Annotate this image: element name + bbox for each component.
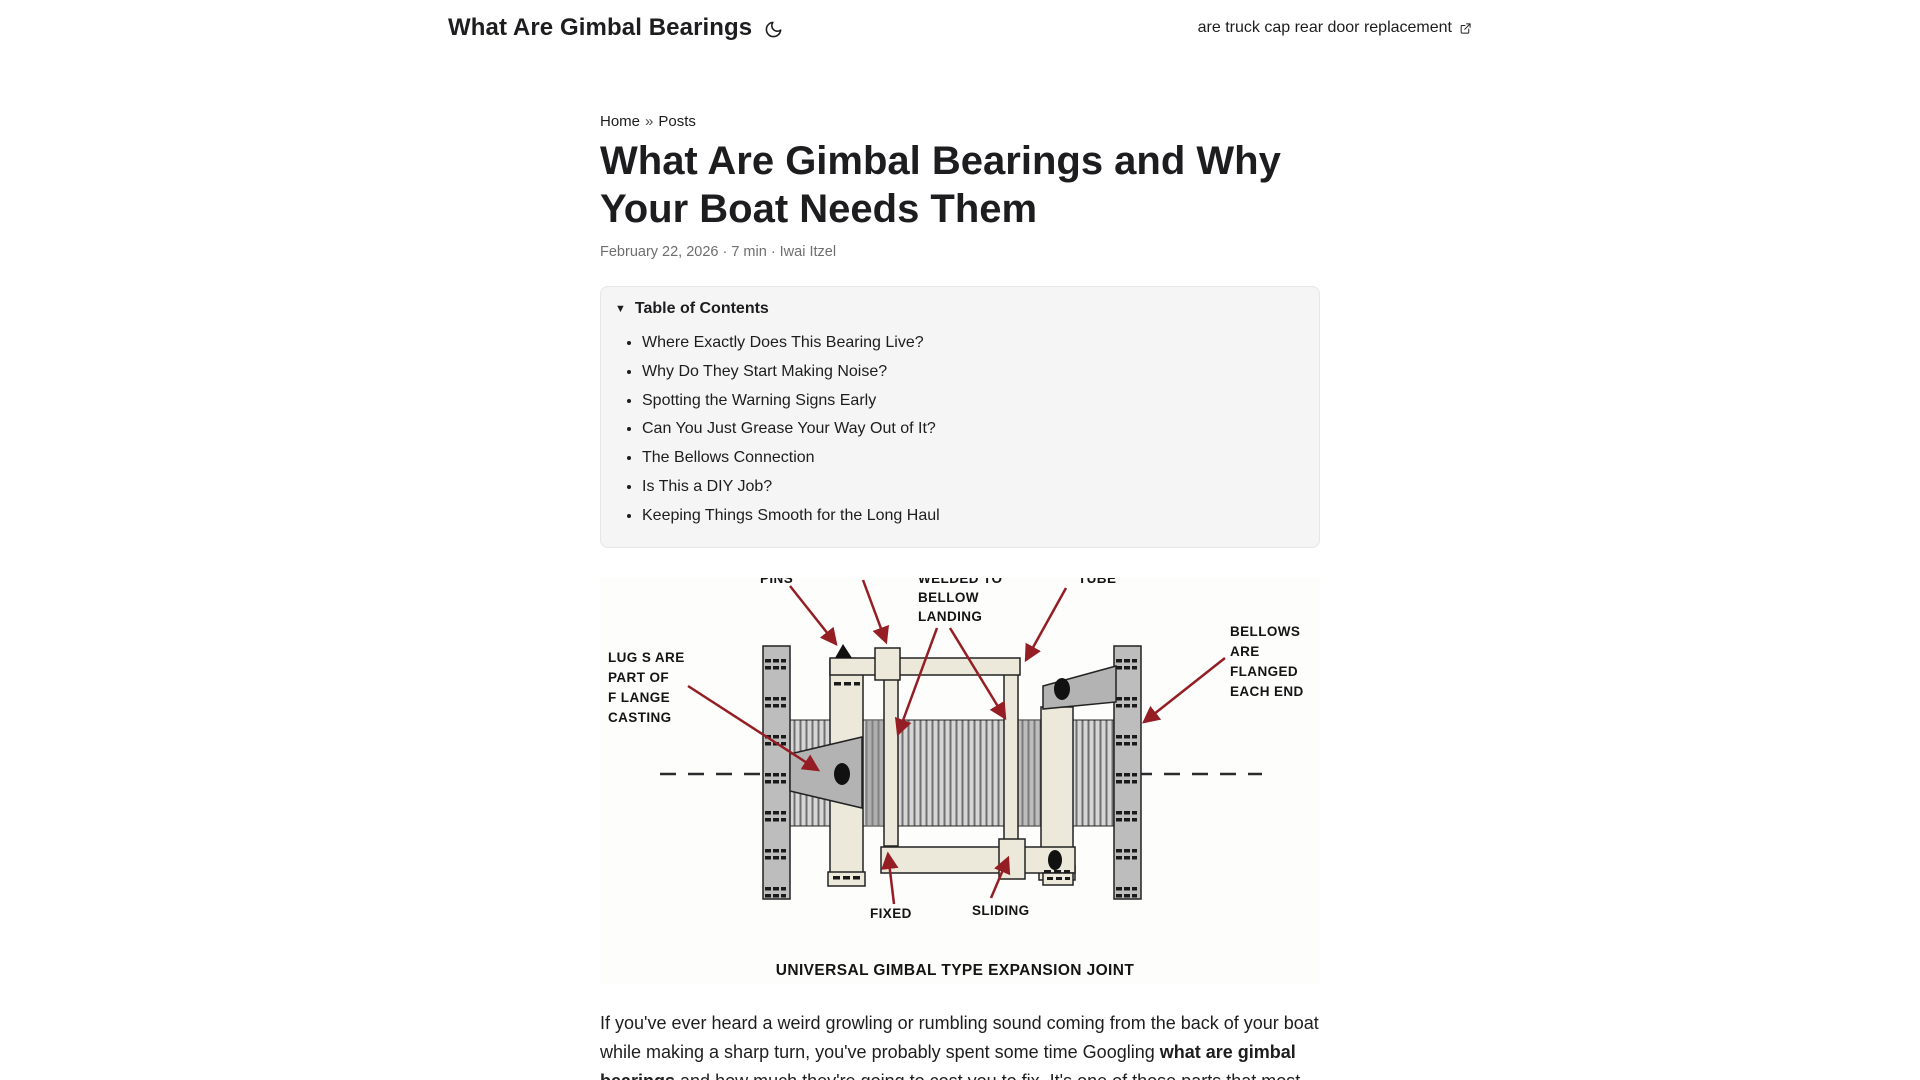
diagram-label-sliding: SLIDING: [972, 903, 1030, 918]
toc-link-7[interactable]: Keeping Things Smooth for the Long Haul: [642, 506, 940, 524]
gimbal-diagram: PINS WELDED TO BELLOW LANDING TUBE LUG S…: [608, 578, 1304, 979]
nav-bar: What Are Gimbal Bearings are truck cap r…: [448, 0, 1472, 56]
toc-link-3[interactable]: Spotting the Warning Signs Early: [642, 391, 877, 409]
post-reading-time: 7 min: [731, 244, 767, 260]
breadcrumb: Home»Posts: [600, 113, 1320, 130]
diagram-label-welded-2: BELLOW: [918, 590, 979, 605]
diagram-label-lugs-1: LUG S ARE: [608, 650, 685, 665]
toc-collapse-icon: ▼: [615, 303, 626, 315]
toc-item: Why Do They Start Making Noise?: [642, 358, 1305, 387]
diagram-label-welded-1: WELDED TO: [918, 578, 1002, 586]
diagram-label-bellows-4: EACH END: [1230, 684, 1304, 699]
toc-link-2[interactable]: Why Do They Start Making Noise?: [642, 362, 888, 380]
header-menu: are truck cap rear door replacement: [1198, 19, 1472, 37]
diagram-label-pins-clipped: PINS: [760, 578, 793, 586]
meta-separator: ·: [770, 244, 776, 260]
toc-item: Spotting the Warning Signs Early: [642, 387, 1305, 416]
toc-link-5[interactable]: The Bellows Connection: [642, 449, 815, 467]
diagram-label-bellows-3: FLANGED: [1230, 664, 1298, 679]
breadcrumb-posts-link[interactable]: Posts: [658, 113, 696, 130]
main-content: Home»Posts What Are Gimbal Bearings and …: [600, 56, 1320, 1080]
toc-link-1[interactable]: Where Exactly Does This Bearing Live?: [642, 334, 924, 351]
intro-text-before: If you've ever heard a weird growling or…: [600, 1012, 1319, 1062]
page-title: What Are Gimbal Bearings and Why Your Bo…: [600, 139, 1281, 231]
diagram-label-lugs-2: PART OF: [608, 670, 669, 685]
toc-link-6[interactable]: Is This a DIY Job?: [642, 477, 773, 495]
toc-list: Where Exactly Does This Bearing Live? Wh…: [615, 329, 1305, 531]
toc-title: Table of Contents: [634, 300, 769, 317]
post-image-gimbal-diagram: PINS WELDED TO BELLOW LANDING TUBE LUG S…: [600, 577, 1320, 984]
toc-item: Keeping Things Smooth for the Long Haul: [642, 502, 1305, 531]
diagram-label-bellows-2: ARE: [1230, 644, 1260, 659]
diagram-label-lugs-3: F LANGE: [608, 690, 670, 705]
toc-item: Is This a DIY Job?: [642, 473, 1305, 502]
diagram-pin-holes: [834, 643, 1070, 870]
diagram-label-welded-3: LANDING: [918, 609, 982, 624]
post-meta: February 22, 2026·7 min·Iwai Itzel: [600, 244, 1320, 260]
intro-text-after: and how much they're going to cost you t…: [600, 1071, 1300, 1080]
table-of-contents: ▼ Table of Contents Where Exactly Does Th…: [600, 286, 1320, 548]
diagram-gimbal-frame: [827, 646, 1076, 887]
diagram-label-lugs-4: CASTING: [608, 710, 672, 725]
toc-item: Where Exactly Does This Bearing Live?: [642, 329, 1305, 358]
menu-link-truck-cap[interactable]: are truck cap rear door replacement: [1198, 19, 1472, 37]
diagram-caption: UNIVERSAL GIMBAL TYPE EXPANSION JOINT: [776, 962, 1135, 979]
moon-icon: [765, 21, 782, 38]
toc-item: Can You Just Grease Your Way Out of It?: [642, 415, 1305, 444]
diagram-label-fixed: FIXED: [870, 906, 912, 921]
toc-item: The Bellows Connection: [642, 444, 1305, 473]
breadcrumb-home-link[interactable]: Home: [600, 113, 641, 130]
menu-link-label: are truck cap rear door replacement: [1197, 19, 1452, 36]
meta-separator: ·: [722, 244, 728, 260]
toc-summary[interactable]: ▼ Table of Contents: [615, 300, 1305, 318]
intro-text-bold: what are gimbal bearings: [600, 1041, 1296, 1080]
diagram-arrows: [687, 579, 1226, 904]
site-title-link[interactable]: What Are Gimbal Bearings: [448, 14, 753, 41]
diagram-label-bellows-1: BELLOWS: [1230, 624, 1300, 639]
diagram-labels: PINS WELDED TO BELLOW LANDING TUBE LUG S…: [608, 578, 1304, 979]
diagram-label-tube-clipped: TUBE: [1078, 578, 1116, 586]
diagram-post-marks: [833, 681, 1070, 880]
external-link-icon: [1460, 22, 1471, 34]
theme-toggle-button[interactable]: [764, 20, 783, 39]
toc-link-4[interactable]: Can You Just Grease Your Way Out of It?: [642, 420, 936, 438]
site-header: What Are Gimbal Bearings are truck cap r…: [0, 0, 1920, 56]
breadcrumb-separator: »: [645, 113, 654, 130]
post-author: Iwai Itzel: [779, 244, 837, 260]
brand: What Are Gimbal Bearings: [448, 14, 783, 42]
post-date: February 22, 2026: [600, 244, 719, 260]
intro-paragraph: If you've ever heard a weird growling or…: [600, 1009, 1320, 1080]
